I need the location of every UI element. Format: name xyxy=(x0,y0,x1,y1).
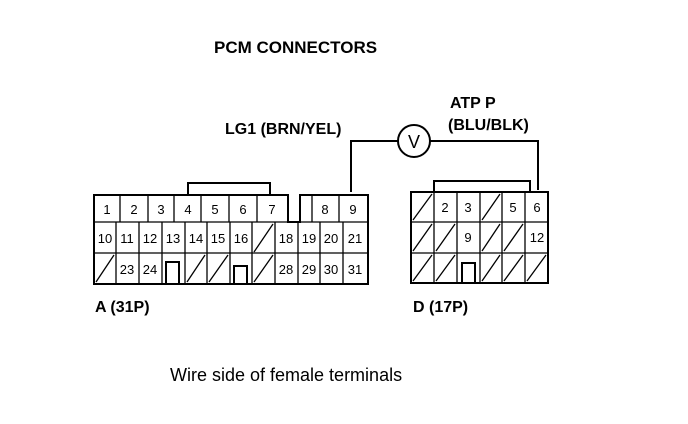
connector-d-notch xyxy=(461,262,476,283)
pin-a-6: 6 xyxy=(239,202,246,217)
connector-a-notch-1 xyxy=(165,261,180,284)
wire-to-a9 xyxy=(350,140,398,192)
diagram-title: PCM CONNECTORS xyxy=(214,38,377,57)
pin-a-18: 18 xyxy=(279,231,293,246)
connector-a-lock-tab xyxy=(187,182,271,196)
pin-a-16: 16 xyxy=(234,231,248,246)
pin-a-23: 23 xyxy=(120,262,134,277)
pin-a-4: 4 xyxy=(184,202,191,217)
pin-a-11: 11 xyxy=(120,231,134,246)
pin-a-24: 24 xyxy=(143,262,157,277)
pin-d-5: 5 xyxy=(509,200,516,215)
unused-cavity-mark xyxy=(435,223,456,252)
pin-a-12: 12 xyxy=(143,231,157,246)
pin-a-9: 9 xyxy=(349,202,356,217)
unused-cavity-mark xyxy=(412,223,433,252)
pin-a-19: 19 xyxy=(302,231,316,246)
pin-a-28: 28 xyxy=(279,262,293,277)
connector-d-pins: 2 3 5 6 9 12 xyxy=(441,200,544,245)
connector-a-pins: 1 2 3 4 5 6 7 8 9 10 11 12 13 14 15 16 1… xyxy=(98,202,362,277)
unused-cavity-mark xyxy=(503,223,524,252)
pin-a-31: 31 xyxy=(348,262,362,277)
pin-d-9: 9 xyxy=(464,230,471,245)
connector-a-notch-2 xyxy=(233,265,248,284)
pin-a-14: 14 xyxy=(189,231,203,246)
pin-a-8: 8 xyxy=(321,202,328,217)
pin-a-13: 13 xyxy=(166,231,180,246)
pin-a-15: 15 xyxy=(211,231,225,246)
unused-cavity-mark xyxy=(95,254,115,283)
connector-d xyxy=(410,180,549,284)
connector-a xyxy=(93,182,369,285)
unused-cavity-mark xyxy=(412,254,433,282)
wire-label-right-line1: ATP P xyxy=(450,95,496,112)
pin-a-29: 29 xyxy=(302,262,316,277)
unused-cavity-mark xyxy=(186,254,206,283)
pin-a-21: 21 xyxy=(348,231,362,246)
connector-d-label: D (17P) xyxy=(413,299,468,316)
unused-cavity-mark xyxy=(412,193,433,221)
unused-cavity-mark xyxy=(503,254,524,282)
unused-cavity-mark xyxy=(435,254,456,282)
pin-a-5: 5 xyxy=(211,202,218,217)
pin-d-12: 12 xyxy=(530,230,544,245)
pin-a-2: 2 xyxy=(130,202,137,217)
connector-d-lock-tab xyxy=(433,180,531,193)
voltmeter-symbol: V xyxy=(397,124,431,158)
pin-d-6: 6 xyxy=(533,200,540,215)
unused-cavity-mark xyxy=(253,254,274,283)
wire-label-right-line2: (BLU/BLK) xyxy=(448,117,529,134)
unused-cavity-mark xyxy=(481,254,501,282)
unused-cavity-mark xyxy=(208,254,229,283)
voltmeter-letter: V xyxy=(408,132,420,152)
unused-cavity-mark xyxy=(253,223,274,253)
connector-a-label: A (31P) xyxy=(95,299,150,316)
unused-cavity-mark xyxy=(526,254,547,282)
unused-cavity-mark xyxy=(481,223,501,252)
unused-cavity-mark xyxy=(481,193,501,221)
wire-to-d6 xyxy=(430,140,539,190)
pin-d-2: 2 xyxy=(441,200,448,215)
pin-d-3: 3 xyxy=(464,200,471,215)
pin-a-1: 1 xyxy=(103,202,110,217)
diagram-caption: Wire side of female terminals xyxy=(170,365,402,385)
pin-a-7: 7 xyxy=(268,202,275,217)
pin-a-10: 10 xyxy=(98,231,112,246)
wire-label-left: LG1 (BRN/YEL) xyxy=(225,121,341,138)
pin-a-30: 30 xyxy=(324,262,338,277)
pin-a-20: 20 xyxy=(324,231,338,246)
pin-a-3: 3 xyxy=(157,202,164,217)
